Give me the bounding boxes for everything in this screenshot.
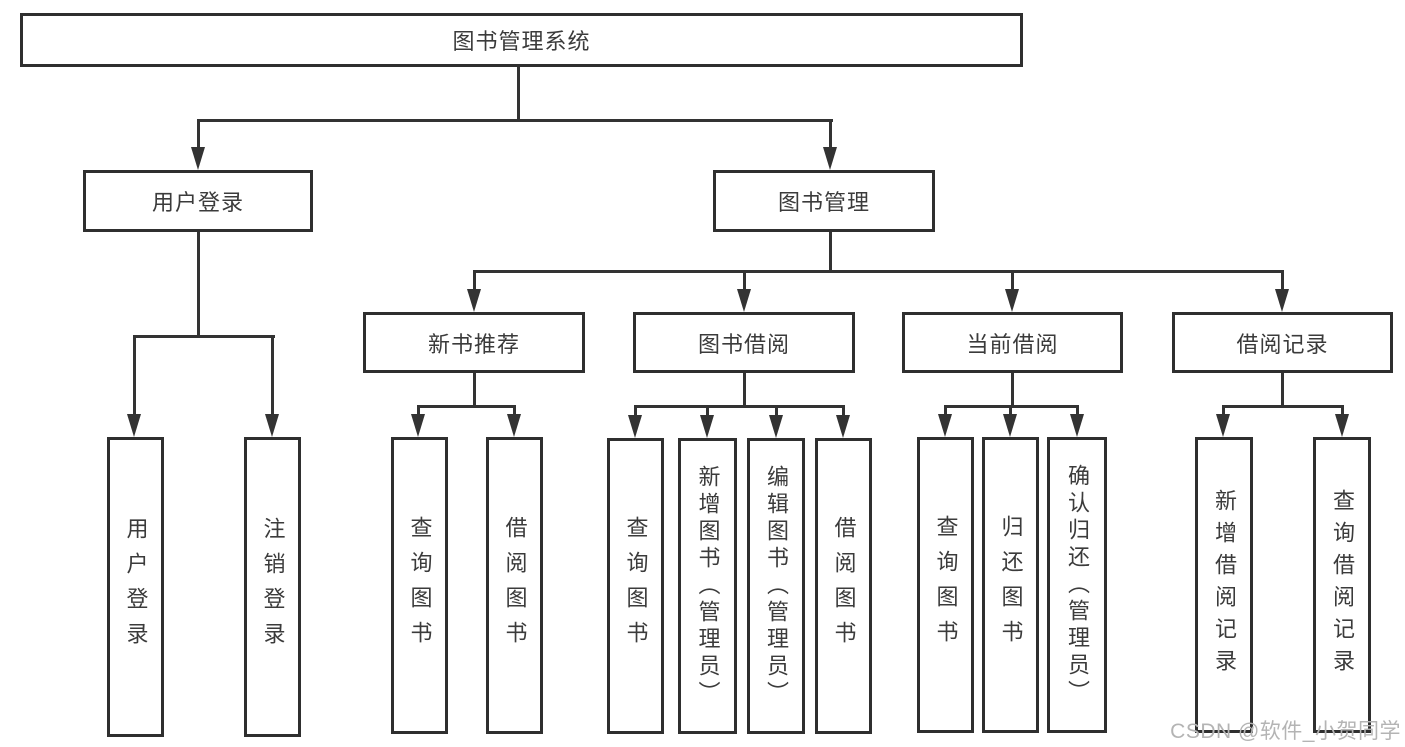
leaf-label: 注销登录 (260, 517, 286, 657)
node-borrow-records: 借阅记录 (1172, 312, 1393, 373)
connector-line (829, 232, 832, 270)
connector-line (775, 405, 778, 417)
connector-line (133, 335, 136, 417)
arrowhead-down-icon (700, 415, 714, 438)
arrowhead-down-icon (1003, 414, 1017, 437)
arrowhead-down-icon (467, 289, 481, 312)
arrowhead-down-icon (1275, 289, 1289, 312)
connector-line (1341, 405, 1344, 417)
leaf-bb-edit-book-admin: 编辑图书（管理员） (747, 438, 805, 734)
leaf-cb-confirm-return-admin: 确认归还（管理员） (1047, 437, 1107, 733)
connector-line (1222, 405, 1225, 417)
leaf-user-login: 用户登录 (107, 437, 164, 737)
leaf-rec-query-book: 查询图书 (391, 437, 448, 734)
node-new-book-recommend: 新书推荐 (363, 312, 585, 373)
leaf-label: 新增图书（管理员） (695, 464, 721, 708)
connector-line (271, 335, 274, 417)
connector-line (634, 405, 845, 408)
leaf-label: 确认归还（管理员） (1065, 463, 1090, 707)
arrowhead-down-icon (836, 415, 850, 438)
connector-line (1011, 270, 1014, 292)
leaf-br-add-record: 新增借阅记录 (1195, 437, 1253, 733)
arrowhead-down-icon (938, 414, 952, 437)
connector-line (133, 335, 275, 338)
node-book-management: 图书管理 (713, 170, 935, 232)
arrowhead-down-icon (265, 414, 279, 437)
connector-line (634, 405, 637, 417)
node-user-login: 用户登录 (83, 170, 313, 232)
connector-line (1009, 405, 1012, 417)
leaf-bb-borrow-book: 借阅图书 (815, 438, 872, 734)
connector-line (706, 405, 709, 417)
arrowhead-down-icon (1216, 414, 1230, 437)
leaf-br-query-record: 查询借阅记录 (1313, 437, 1371, 733)
arrowhead-down-icon (823, 147, 837, 170)
leaf-rec-borrow-book: 借阅图书 (486, 437, 543, 734)
connector-line (1011, 373, 1014, 405)
connector-line (1281, 270, 1284, 292)
arrowhead-down-icon (769, 415, 783, 438)
arrowhead-down-icon (507, 414, 521, 437)
connector-line (197, 232, 200, 335)
leaf-label: 新增借阅记录 (1212, 489, 1237, 681)
arrowhead-down-icon (411, 414, 425, 437)
connector-line (1281, 373, 1284, 405)
leaf-label: 查询借阅记录 (1330, 489, 1355, 681)
leaf-label: 借阅图书 (831, 516, 857, 656)
node-root: 图书管理系统 (20, 13, 1023, 67)
connector-line (829, 119, 832, 151)
leaf-label: 查询图书 (933, 515, 959, 655)
leaf-logout: 注销登录 (244, 437, 301, 737)
arrowhead-down-icon (127, 414, 141, 437)
leaf-bb-add-book-admin: 新增图书（管理员） (678, 438, 737, 734)
connector-line (197, 119, 200, 151)
connector-line (517, 67, 520, 119)
node-book-borrow: 图书借阅 (633, 312, 855, 373)
connector-line (743, 270, 746, 292)
node-current-borrow: 当前借阅 (902, 312, 1123, 373)
connector-line (743, 373, 746, 405)
leaf-bb-query-book: 查询图书 (607, 438, 664, 734)
connector-line (842, 405, 845, 417)
connector-line (473, 270, 1281, 273)
leaf-label: 查询图书 (623, 516, 649, 656)
leaf-label: 编辑图书（管理员） (764, 464, 789, 708)
connector-line (473, 270, 476, 292)
connector-line (473, 373, 476, 405)
connector-line (417, 405, 420, 417)
connector-line (417, 405, 516, 408)
arrowhead-down-icon (191, 147, 205, 170)
csdn-watermark: CSDN @软件_小贺同学 (1170, 720, 1401, 743)
leaf-cb-return-book: 归还图书 (982, 437, 1039, 733)
arrowhead-down-icon (737, 289, 751, 312)
leaf-label: 借阅图书 (502, 515, 528, 656)
arrowhead-down-icon (1070, 414, 1084, 437)
connector-line (944, 405, 947, 417)
arrowhead-down-icon (628, 415, 642, 438)
leaf-label: 归还图书 (998, 515, 1024, 655)
leaf-label: 用户登录 (123, 517, 149, 657)
arrowhead-down-icon (1335, 414, 1349, 437)
connector-line (197, 119, 833, 122)
connector-line (513, 405, 516, 417)
arrowhead-down-icon (1005, 289, 1019, 312)
leaf-label: 查询图书 (407, 515, 433, 656)
leaf-cb-query-book: 查询图书 (917, 437, 974, 733)
connector-line (1076, 405, 1079, 417)
connector-line (1222, 405, 1344, 408)
